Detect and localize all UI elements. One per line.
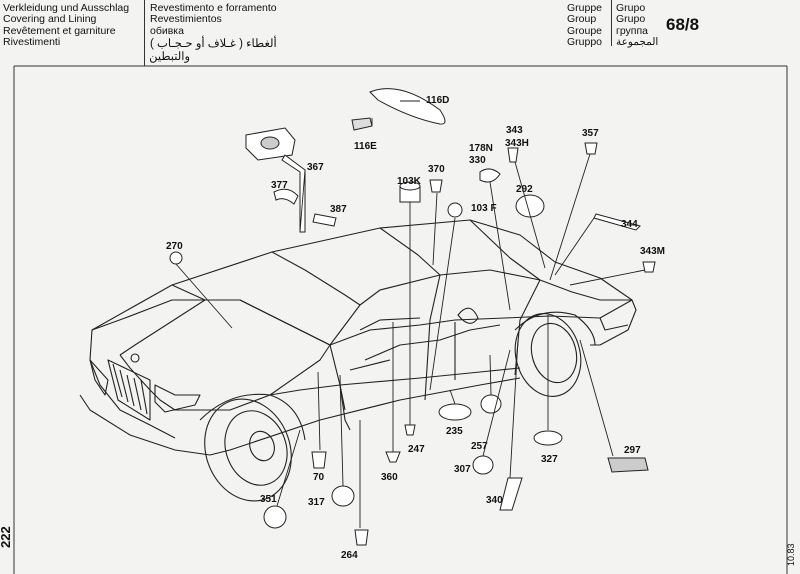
group-labels-1: Gruppe Group Groupe Gruppo — [567, 2, 603, 48]
header-arabic-line-1: ألغطاء ( غـلاف أو حـجـاب ) — [150, 38, 277, 50]
group-label: Gruppo — [567, 35, 603, 48]
header-line: Verkleidung und Ausschlag — [3, 2, 130, 14]
part-label-330: 330 — [469, 155, 486, 166]
part-label-343: 343 — [506, 125, 523, 136]
header-line: Covering and Lining — [3, 13, 97, 26]
part-label-307: 307 — [454, 464, 471, 475]
part-label-116D: 116D — [426, 95, 449, 106]
group-label: المجموعة — [616, 35, 659, 48]
part-label-357: 357 — [582, 128, 599, 139]
part-label-257: 257 — [471, 441, 488, 452]
group-label: Grupo — [616, 2, 646, 14]
part-sketches — [169, 88, 656, 546]
group-divider — [611, 0, 612, 46]
part-label-103K: 103K — [397, 176, 422, 187]
part-label-367: 367 — [307, 162, 324, 173]
part-label-344: 344 — [621, 219, 638, 230]
part-label-270: 270 — [166, 241, 183, 252]
header-line: Revestimento e forramento — [150, 2, 277, 14]
part-label-264: 264 — [341, 550, 358, 561]
part-label-351: 351 — [260, 494, 277, 505]
part-label-317: 317 — [308, 497, 325, 508]
header-languages-de-en-fr-it: Verkleidung und Ausschlag Covering and L… — [3, 2, 130, 48]
group-label: Grupo — [616, 13, 646, 26]
header-line: Revêtement et garniture — [3, 24, 116, 37]
group-label: Group — [567, 13, 597, 26]
part-label-292: 292 — [516, 184, 533, 195]
leader-lines — [175, 100, 646, 528]
header-arabic-line-2: والتبطين — [149, 51, 190, 63]
part-label-387: 387 — [330, 204, 347, 215]
header-languages-pt-es-ru: Revestimento e forramento Revestimientos… — [150, 2, 277, 37]
part-label-178N: 178N — [469, 143, 493, 154]
part-label-103F: 103 F — [471, 203, 497, 214]
section-number: 68/8 — [666, 15, 700, 34]
part-label-370: 370 — [428, 164, 445, 175]
header-line: Revestimientos — [150, 13, 222, 26]
header-divider — [144, 0, 145, 66]
car-body-drawing — [79, 219, 637, 502]
header-line: Rivestimenti — [3, 35, 61, 48]
group-label: Groupe — [567, 24, 603, 37]
part-label-377: 377 — [271, 180, 288, 191]
part-label-247: 247 — [408, 444, 425, 455]
part-label-343M: 343M — [640, 246, 665, 257]
part-label-327: 327 — [541, 454, 558, 465]
date-code: 10.83 — [786, 543, 796, 566]
part-label-340: 340 — [486, 495, 503, 506]
part-label-235: 235 — [446, 426, 463, 437]
header-line: обивка — [150, 24, 184, 37]
page-number: 222 — [0, 526, 13, 548]
part-labels: 116D 116E 367 377 387 270 370 103K 103 F… — [166, 95, 665, 561]
part-label-297: 297 — [624, 445, 641, 456]
part-label-360: 360 — [381, 472, 398, 483]
part-label-70: 70 — [313, 472, 325, 483]
group-labels-2: Grupo Grupo группа المجموعة — [616, 2, 659, 48]
group-label: группа — [616, 24, 649, 37]
part-label-116E: 116E — [354, 141, 377, 152]
part-label-343H: 343H — [505, 138, 529, 149]
group-label: Gruppe — [567, 2, 603, 14]
